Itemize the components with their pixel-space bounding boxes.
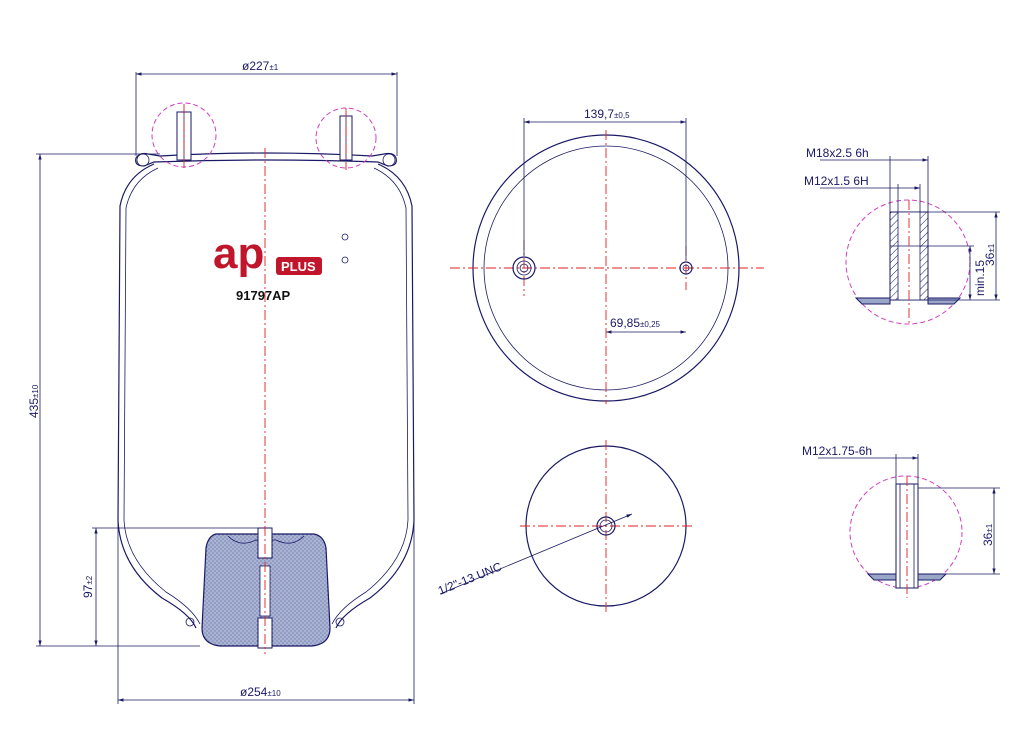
top-view: 139,7±0,5 69,85±0,25 [450, 107, 764, 404]
crimp-left [136, 153, 150, 167]
dim-min-length: min.15 [973, 260, 987, 296]
dim-top-diameter: ø227±1 [242, 59, 279, 73]
bottom-thread-label: 1/2"-13 UNC [436, 559, 504, 597]
detail-circle-right [315, 107, 377, 169]
thread-small-label: M12x1.5 6H [804, 174, 869, 188]
thread-large-label: M18x2.5 6h [806, 146, 869, 160]
dim-detail-bottom-length: 36±1 [981, 523, 995, 546]
bottom-view: 1/2"-13 UNC [436, 440, 692, 612]
thread-bottom-label: M12x1.75-6h [802, 444, 872, 458]
top-view-stud-small [679, 261, 693, 275]
top-view-stud-large [512, 256, 536, 280]
piston-core [259, 565, 271, 617]
brand-logo: ap PLUS [213, 229, 322, 278]
detail-bottom-circle [849, 475, 963, 589]
bottom-view-hole [596, 516, 616, 536]
bellow-inner [123, 167, 409, 625]
dim-bottom-diameter: ø254±10 [240, 685, 281, 699]
detail-top: M18x2.5 6h M12x1.5 6H 36±1 min.15 [804, 146, 1000, 326]
part-number: 91797AP [236, 288, 291, 303]
logo-mark: ap [213, 229, 264, 278]
top-plate [135, 152, 397, 167]
crimp-right [382, 153, 396, 167]
logo-sub: PLUS [281, 259, 316, 274]
dim-offset: 69,85±0,25 [610, 316, 661, 330]
dim-stud-spacing: 139,7±0,5 [584, 107, 630, 121]
bellow-outer [117, 163, 415, 629]
dim-detail-top-length: 36±1 [983, 243, 997, 266]
detail-bottom: M12x1.75-6h 36±1 [802, 444, 1000, 598]
dim-piston-height: 97±2 [81, 575, 95, 598]
dim-height: 435±10 [27, 384, 41, 418]
side-view: ap PLUS 91797AP ø227±1 435±10 97±2 [27, 59, 415, 704]
